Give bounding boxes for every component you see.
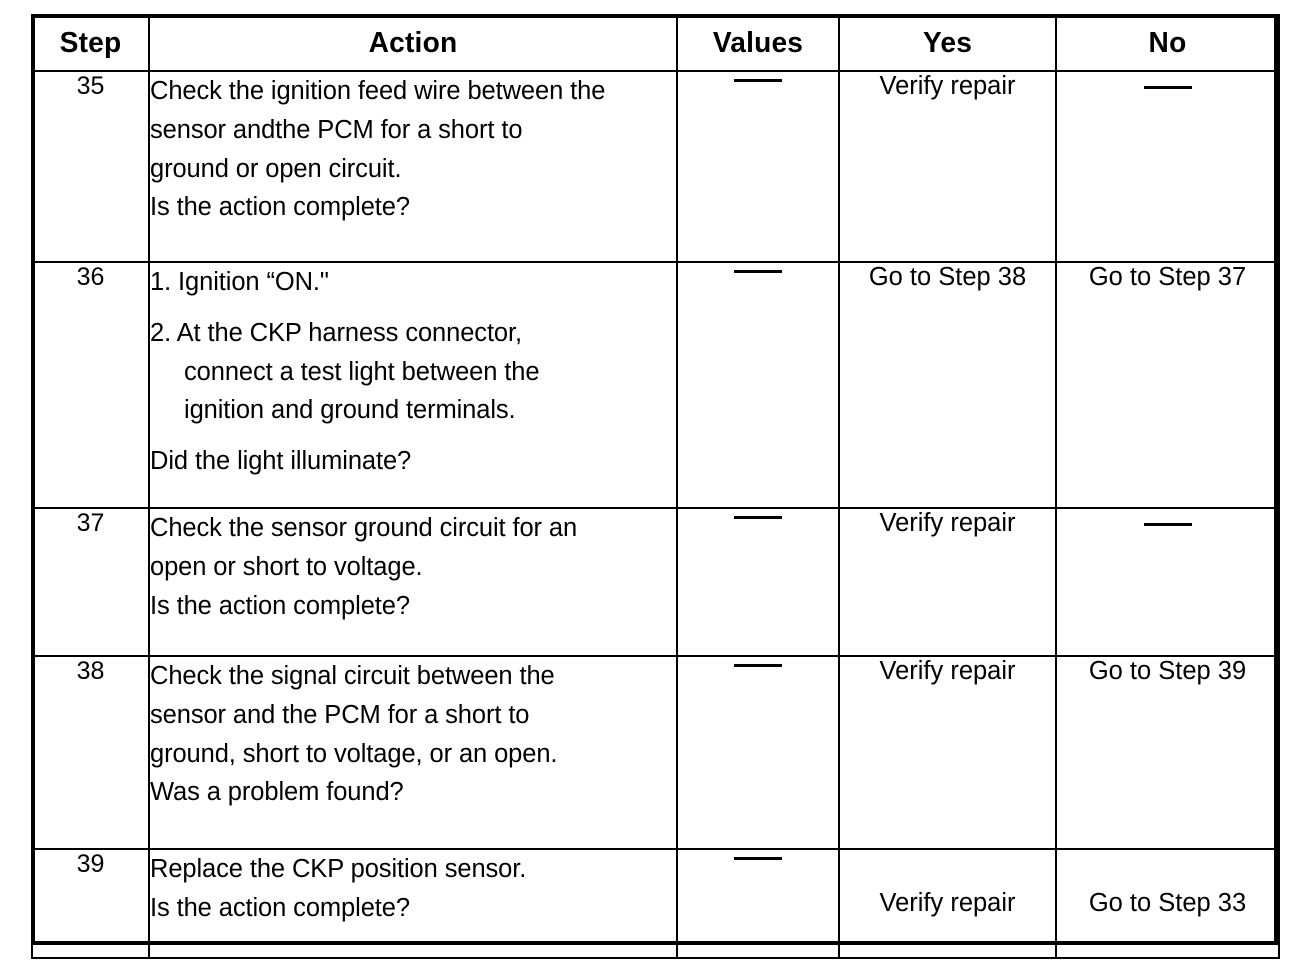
no-cell: Go to Step 39 — [1055, 655, 1280, 850]
em-dash-icon — [678, 850, 838, 868]
action-spacer — [150, 430, 676, 442]
yes-cell: Verify repair — [838, 507, 1057, 657]
action-line: Replace the CKP position sensor. — [150, 855, 527, 883]
table-row: 37 Check the sensor ground circuit for a… — [31, 507, 1280, 657]
yes-cell: Verify repair — [838, 655, 1057, 850]
em-dash-icon — [678, 657, 838, 675]
no-cell: Go to Step 37 — [1055, 261, 1280, 509]
column-header-step-label: Step — [59, 27, 122, 59]
values-cell — [676, 70, 840, 263]
column-header-no: No — [1058, 14, 1277, 72]
table-header: Step Action Values Yes No — [32, 14, 1279, 72]
action-line: 1. Ignition “ON." — [150, 268, 329, 296]
step-number-cell: 38 — [31, 655, 150, 850]
em-dash-icon — [678, 72, 838, 90]
action-cell: Check the ignition feed wire between the… — [148, 70, 678, 263]
column-header-step: Step — [32, 14, 149, 72]
diagnostic-step-table: Step Action Values Yes No 35 — [31, 14, 1280, 959]
action-line: Is the action complete? — [150, 893, 410, 922]
column-header-values-label: Values — [712, 27, 804, 59]
table-row: 35 Check the ignition feed wire between … — [31, 70, 1280, 263]
action-line: Did the light illuminate? — [150, 447, 412, 475]
action-cell: Check the sensor ground circuit for an o… — [148, 507, 678, 657]
values-cell — [676, 261, 840, 509]
action-line: Check the signal circuit between the — [150, 662, 555, 690]
step-number-cell: 37 — [31, 507, 150, 657]
yes-cell: Verify repair — [838, 848, 1057, 959]
column-header-yes: Yes — [841, 14, 1054, 72]
em-dash-icon — [678, 509, 838, 527]
column-header-action-label: Action — [368, 27, 458, 59]
yes-cell: Go to Step 38 — [838, 261, 1057, 509]
table-row: 38 Check the signal circuit between the … — [31, 655, 1280, 850]
action-line: Check the sensor ground circuit for an — [150, 514, 578, 542]
action-line: connect a test light between the — [184, 357, 540, 386]
action-line: sensor and the PCM for a short to — [150, 700, 530, 729]
action-line: ground or open circuit. — [150, 154, 402, 183]
column-header-no-label: No — [1148, 27, 1187, 59]
action-line: Is the action complete? — [150, 193, 410, 222]
action-line: Check the ignition feed wire between the — [150, 77, 606, 105]
no-cell — [1055, 70, 1280, 263]
column-header-yes-label: Yes — [922, 27, 973, 59]
action-cell: Replace the CKP position sensor. Is the … — [148, 848, 678, 959]
header-row: Step Action Values Yes No — [32, 14, 1279, 72]
em-dash-icon — [1057, 509, 1278, 538]
yes-cell: Verify repair — [838, 70, 1057, 263]
table-body: 35 Check the ignition feed wire between … — [31, 70, 1280, 959]
em-dash-icon — [678, 263, 838, 281]
action-cell: Check the signal circuit between the sen… — [148, 655, 678, 850]
column-header-action: Action — [155, 14, 671, 72]
action-line: 2. At the CKP harness connector, — [150, 318, 522, 347]
no-cell: Go to Step 33 — [1055, 848, 1280, 959]
table-row: 39 Replace the CKP position sensor. Is t… — [31, 848, 1280, 959]
no-cell — [1055, 507, 1280, 657]
column-header-values: Values — [678, 14, 838, 72]
table-row: 36 1. Ignition “ON." 2. At the CKP harne… — [31, 261, 1280, 509]
values-cell — [676, 507, 840, 657]
action-line: Was a problem found? — [150, 778, 404, 807]
em-dash-icon — [1057, 72, 1278, 101]
action-cell: 1. Ignition “ON." 2. At the CKP harness … — [148, 261, 678, 509]
step-number-cell: 35 — [31, 70, 150, 263]
values-cell — [676, 848, 840, 959]
step-number-cell: 36 — [31, 261, 150, 509]
step-number-cell: 39 — [31, 848, 150, 959]
values-cell — [676, 655, 840, 850]
action-line: ground, short to voltage, or an open. — [150, 739, 558, 768]
action-line: sensor andthe PCM for a short to — [150, 115, 523, 144]
action-line: Is the action complete? — [150, 591, 410, 620]
action-spacer — [150, 302, 676, 314]
action-line: ignition and ground terminals. — [184, 396, 516, 425]
action-line: open or short to voltage. — [150, 552, 423, 581]
